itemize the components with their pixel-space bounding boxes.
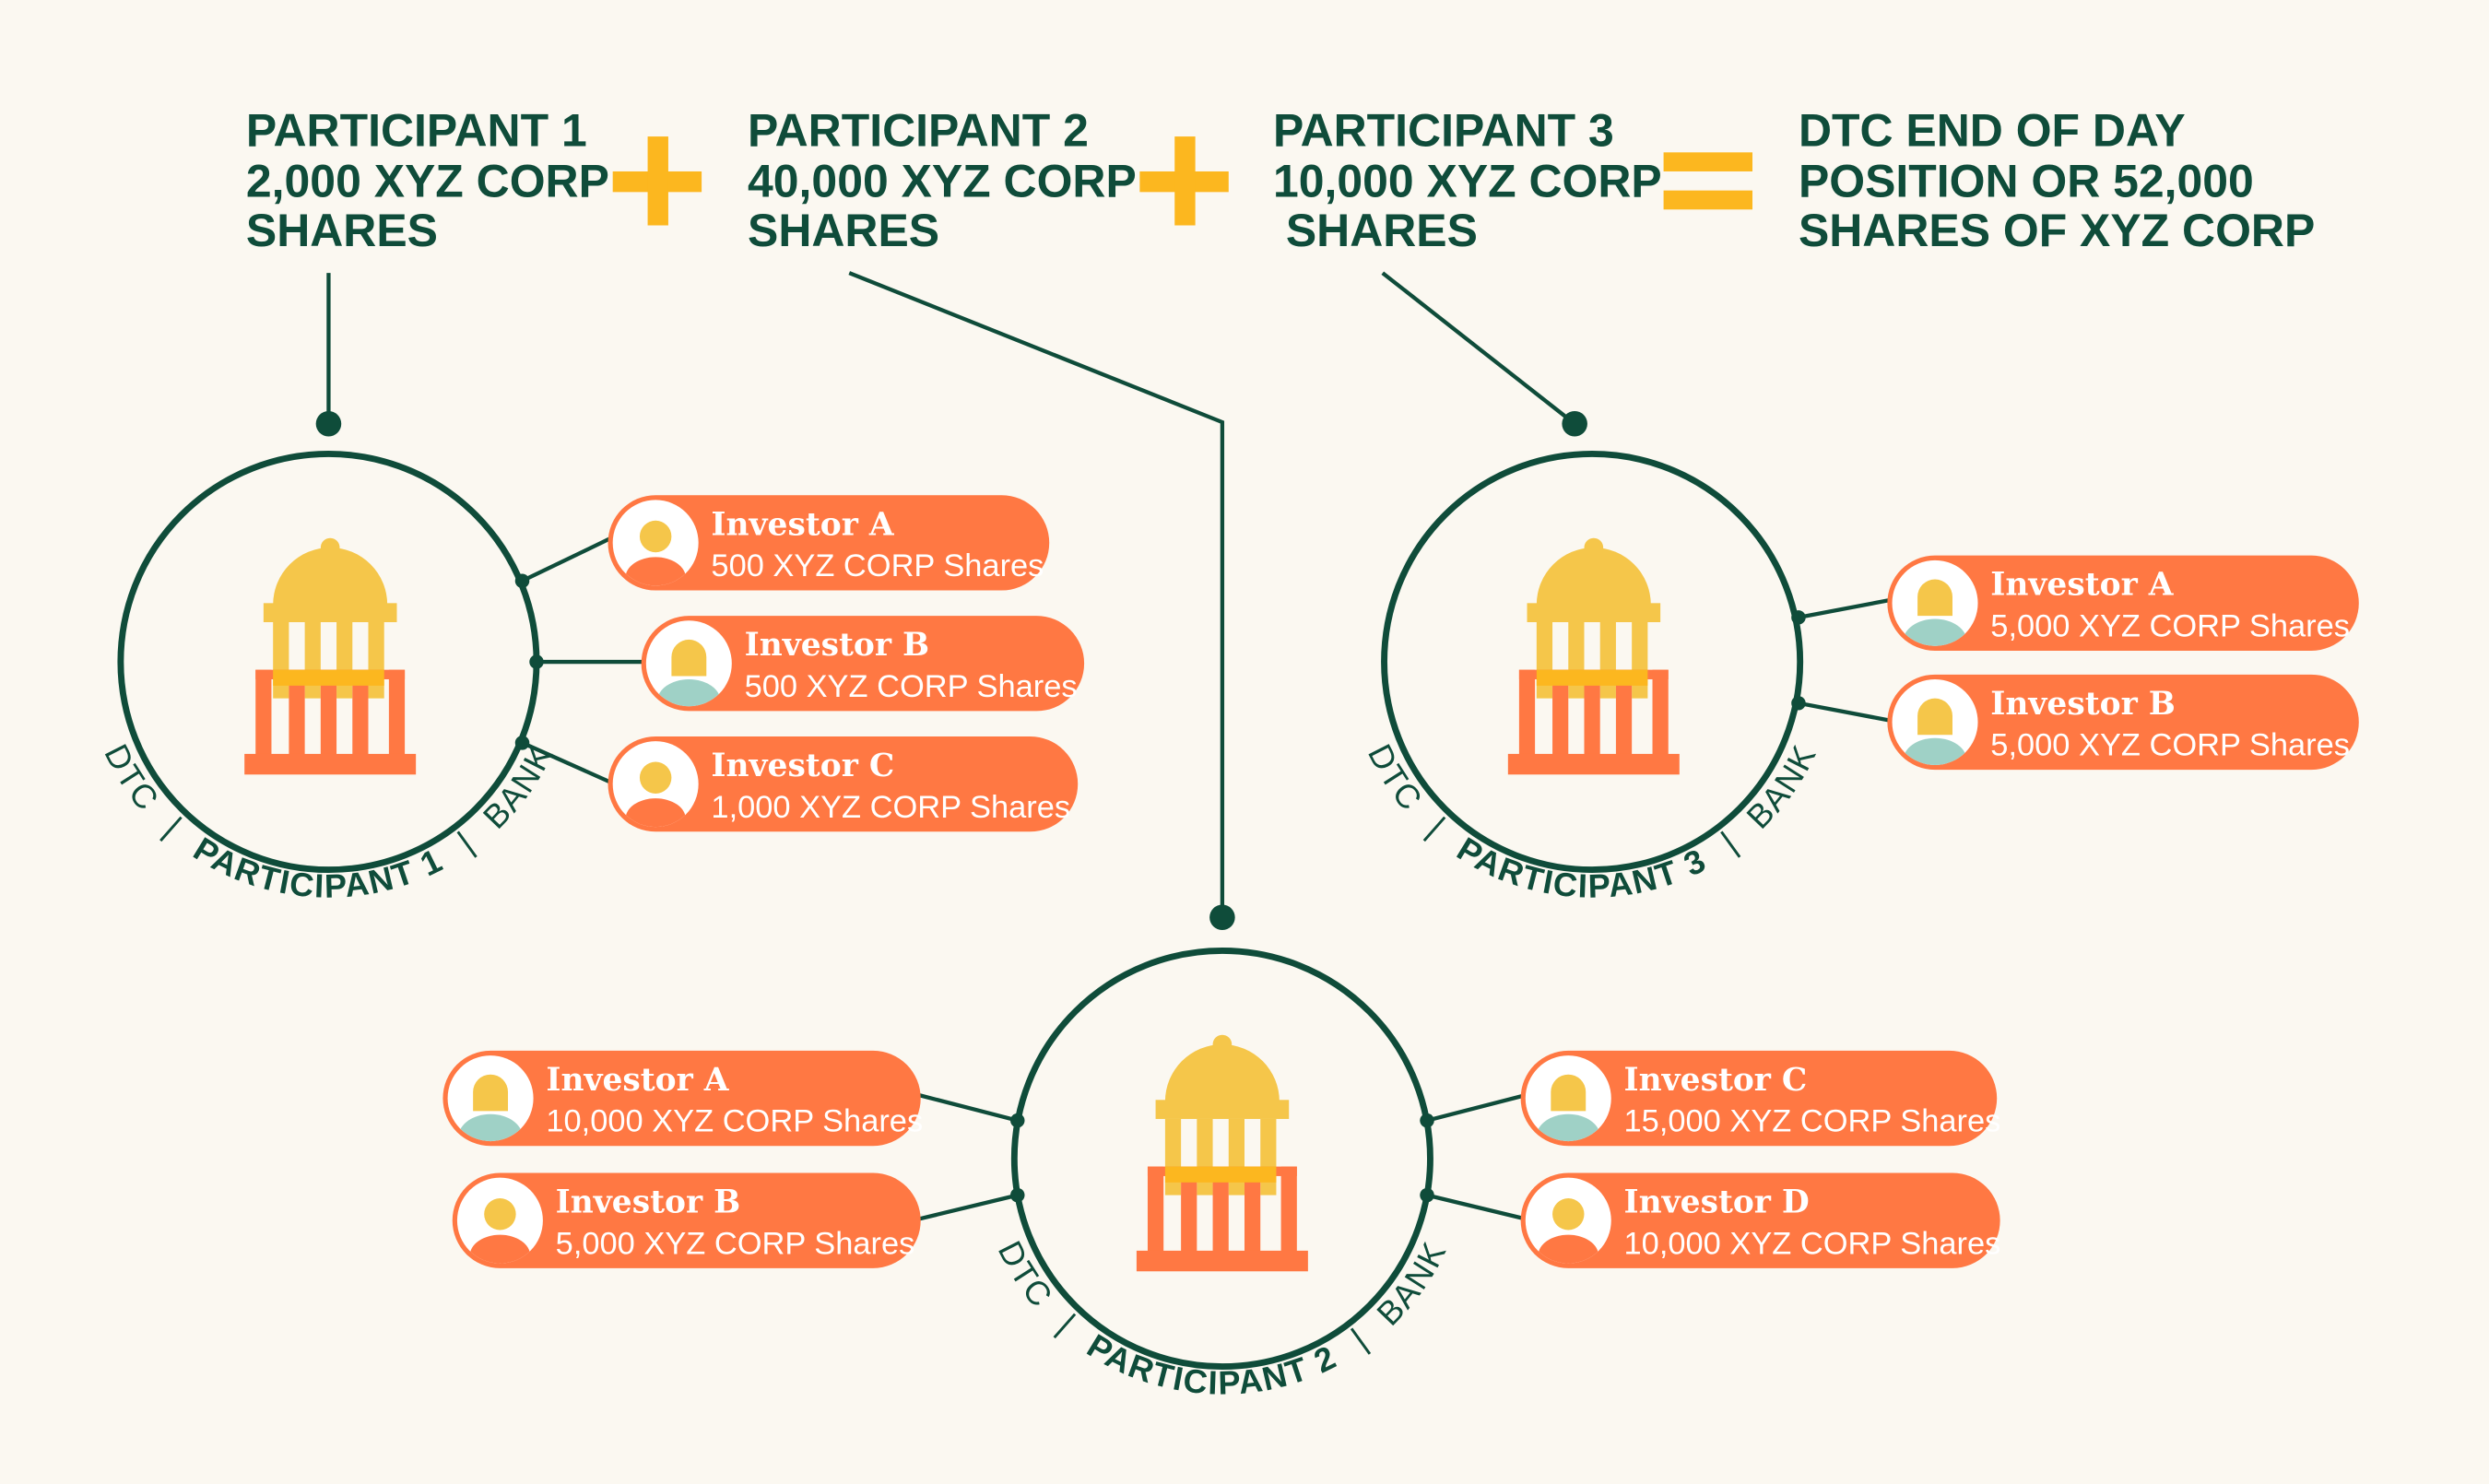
investor-name: Investor A [1990, 567, 2174, 604]
investor-name: Investor B [556, 1184, 740, 1221]
participant2-title: PARTICIPANT 2 [748, 104, 1089, 156]
hub2-label-sep1: | [1051, 1306, 1083, 1341]
hub-participant2 [1010, 947, 1433, 1371]
investor-shares: 10,000 XYZ CORP Shares [546, 1104, 923, 1139]
investor-card: Investor B 5,000 XYZ CORP Shares [452, 1172, 921, 1268]
investor-shares: 500 XYZ CORP Shares [745, 669, 1078, 704]
investor-card: Investor B 500 XYZ CORP Shares [641, 616, 1085, 712]
investor-shares: 5,000 XYZ CORP Shares [1990, 728, 2350, 763]
investor-shares: 15,000 XYZ CORP Shares [1624, 1104, 2001, 1139]
investor-name: Investor B [745, 627, 929, 664]
investor-woman-icon [1903, 698, 1967, 765]
investor-name: Investor D [1624, 1184, 1810, 1221]
investor-name: Investor A [546, 1062, 729, 1099]
investor-name: Investor C [1624, 1062, 1808, 1099]
hub1-label-sep2: | [451, 823, 481, 860]
investor-shares: 500 XYZ CORP Shares [711, 548, 1044, 583]
investor-man-icon [625, 520, 686, 586]
investor-card: Investor C 1,000 XYZ CORP Shares [608, 736, 1079, 832]
hub1-label-sep1: | [157, 810, 189, 845]
participant1-shares-unit: SHARES [246, 205, 438, 256]
investor-card: Investor A 5,000 XYZ CORP Shares [1887, 555, 2359, 651]
investor-woman-icon [1536, 1074, 1600, 1142]
dtc-end-of-day-total: DTC END OF DAY POSITION OR 52,000 SHARES… [1799, 104, 2315, 255]
investor-woman-icon [458, 1074, 523, 1142]
investor-shares: 5,000 XYZ CORP Shares [556, 1226, 915, 1261]
hub3-label-sep2: | [1715, 823, 1745, 860]
investor-card: Investor A 500 XYZ CORP Shares [608, 495, 1050, 591]
participant2-shares-unit: SHARES [748, 205, 939, 256]
investor-card: Investor B 5,000 XYZ CORP Shares [1887, 674, 2359, 771]
hub-participant3 [1381, 451, 1804, 874]
investor-name: Investor B [1990, 686, 2175, 723]
participant2-shares: 40,000 XYZ CORP [748, 156, 1137, 207]
connector-participant2 [848, 271, 1225, 918]
result-line3: SHARES OF XYZ CORP [1799, 205, 2315, 256]
connector-participant3 [1381, 271, 1576, 426]
investor-name: Investor C [711, 748, 894, 784]
investor-shares: 10,000 XYZ CORP Shares [1624, 1226, 2001, 1261]
connectors [326, 271, 1892, 1221]
hub3-label-sep1: | [1421, 810, 1453, 845]
equation-row: PARTICIPANT 1 2,000 XYZ CORP SHARES PART… [246, 104, 2315, 255]
hub-participant1 [117, 451, 540, 874]
investor-man-icon [469, 1198, 531, 1264]
investor-man-icon [1538, 1198, 1598, 1264]
investor-card: Investor D 10,000 XYZ CORP Shares [1520, 1172, 2001, 1268]
investor-name: Investor A [711, 506, 894, 543]
participant1-total: PARTICIPANT 1 2,000 XYZ CORP SHARES [246, 104, 609, 255]
investor-shares: 1,000 XYZ CORP Shares [711, 790, 1070, 825]
participant3-title: PARTICIPANT 3 [1273, 104, 1614, 156]
investor-woman-icon [1903, 579, 1967, 646]
plus-icon [612, 136, 702, 226]
bank-building-icon [244, 537, 417, 775]
participant1-title: PARTICIPANT 1 [246, 104, 587, 156]
result-line1: DTC END OF DAY [1799, 104, 2186, 156]
participant1-shares: 2,000 XYZ CORP [246, 156, 609, 207]
plus-icon [1139, 136, 1229, 226]
result-line2: POSITION OR 52,000 [1799, 156, 2254, 207]
bank-building-icon [1136, 1034, 1308, 1272]
participant3-shares: 10,000 XYZ CORP [1273, 156, 1662, 207]
participant3-total: PARTICIPANT 3 10,000 XYZ CORP SHARES [1273, 104, 1662, 255]
hub2-label-sep2: | [1344, 1320, 1374, 1357]
participant2-total: PARTICIPANT 2 40,000 XYZ CORP SHARES [748, 104, 1137, 255]
equals-icon [1663, 152, 1753, 210]
investor-man-icon [625, 761, 686, 828]
investor-shares: 5,000 XYZ CORP Shares [1990, 608, 2350, 643]
bank-building-icon [1507, 537, 1680, 775]
investor-card: Investor A 10,000 XYZ CORP Shares [442, 1050, 923, 1147]
investor-card: Investor C 15,000 XYZ CORP Shares [1520, 1050, 2001, 1147]
investor-woman-icon [656, 639, 721, 707]
participant3-shares-unit: SHARES [1273, 205, 1478, 256]
